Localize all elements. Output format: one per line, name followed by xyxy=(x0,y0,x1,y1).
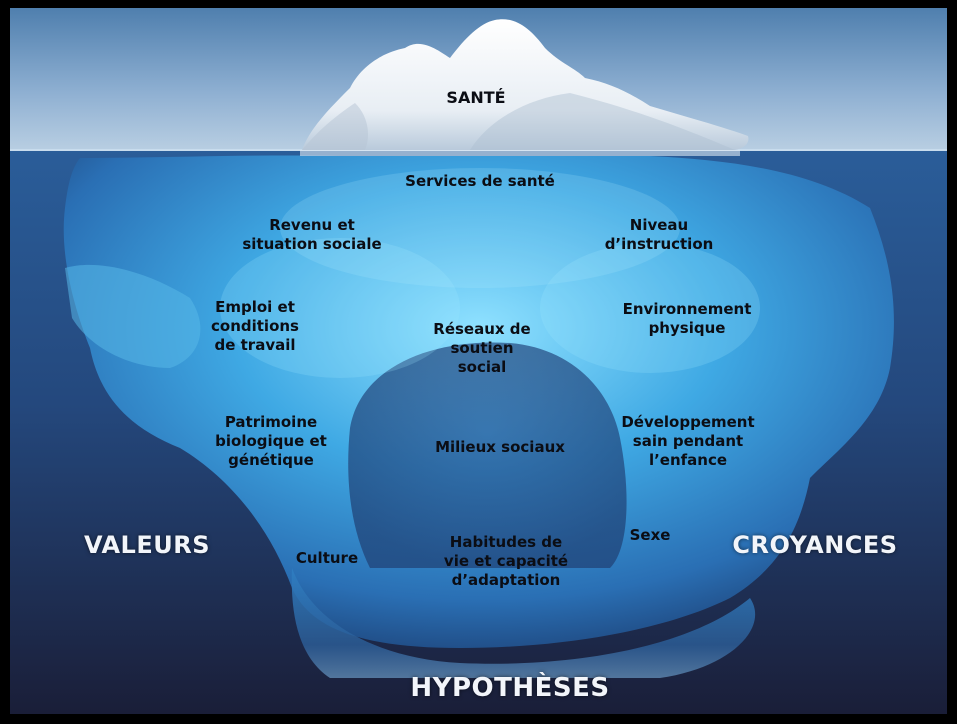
label-emploi: Emploi et conditions de travail xyxy=(211,298,299,356)
tip-reflection xyxy=(300,150,740,156)
label-sexe: Sexe xyxy=(630,526,671,545)
label-patrimoine: Patrimoine biologique et génétique xyxy=(215,413,327,471)
label-milieux-sociaux: Milieux sociaux xyxy=(435,438,565,457)
label-reseaux: Réseaux de soutien social xyxy=(433,320,530,378)
label-croyances: CROYANCES xyxy=(732,530,897,561)
label-habitudes: Habitudes de vie et capacité d’adaptatio… xyxy=(444,533,568,591)
label-services-de-sante: Services de santé xyxy=(405,172,555,191)
label-developpement: Développement sain pendant l’enfance xyxy=(621,413,754,471)
label-niveau-instruction: Niveau d’instruction xyxy=(605,216,714,254)
label-sante: SANTÉ xyxy=(446,88,505,108)
label-hypotheses: HYPOTHÈSES xyxy=(410,672,609,705)
label-culture: Culture xyxy=(296,549,358,568)
label-environnement: Environnement physique xyxy=(623,300,752,338)
label-revenu: Revenu et situation sociale xyxy=(242,216,381,254)
label-valeurs: VALEURS xyxy=(84,530,210,561)
